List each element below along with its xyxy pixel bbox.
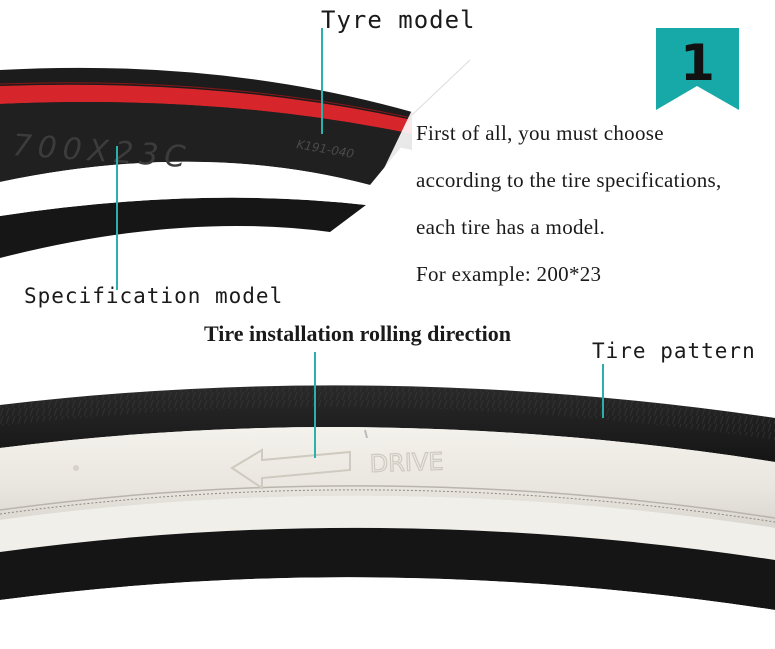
step-number: 1 — [680, 34, 715, 92]
leader-lines — [116, 28, 604, 458]
upper-tire — [0, 67, 413, 258]
info-line: For example: 200*23 — [416, 262, 602, 286]
tire-pattern-label: Tire pattern — [592, 339, 756, 363]
info-line: according to the tire specifications, — [416, 168, 722, 192]
info-line: First of all, you must choose — [416, 121, 664, 145]
svg-text:DRIVE: DRIVE — [369, 447, 444, 478]
red-band — [0, 84, 412, 134]
lower-tire — [0, 385, 775, 649]
drive-arrow: DRIVE — [73, 429, 445, 490]
tyre-model-label: Tyre model — [321, 6, 476, 34]
info-line: each tire has a model. — [416, 215, 606, 239]
step-badge: 1 — [656, 28, 739, 110]
rolling-direction-label: Tire installation rolling direction — [204, 321, 512, 346]
specification-model-label: Specification model — [24, 284, 284, 308]
info-text-block: First of all, you must choose according … — [416, 110, 722, 298]
